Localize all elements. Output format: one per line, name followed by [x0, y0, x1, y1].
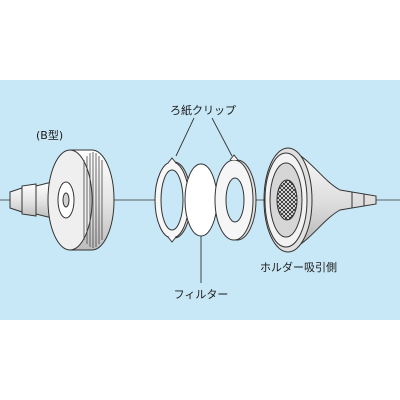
mesh-screen — [276, 179, 298, 221]
label-type-b: (B型) — [36, 128, 63, 142]
label-filter-paper-clips: ろ紙クリップ — [170, 103, 236, 117]
suction-cone — [289, 149, 377, 251]
label-filter: フィルター — [174, 288, 229, 301]
hose-barb-nozzle — [9, 181, 53, 219]
filter-paper-clip-left — [154, 157, 192, 243]
clip-leader-right — [211, 117, 233, 157]
filter-disk — [184, 163, 218, 237]
label-holder-suction-side: ホルダー吸引側 — [260, 260, 337, 274]
clip-leader-left — [175, 117, 195, 157]
knurled-ring — [83, 152, 103, 248]
filter-paper-clip-right — [214, 154, 257, 241]
type-b-holder — [9, 149, 115, 251]
holder-suction-side — [263, 147, 377, 253]
